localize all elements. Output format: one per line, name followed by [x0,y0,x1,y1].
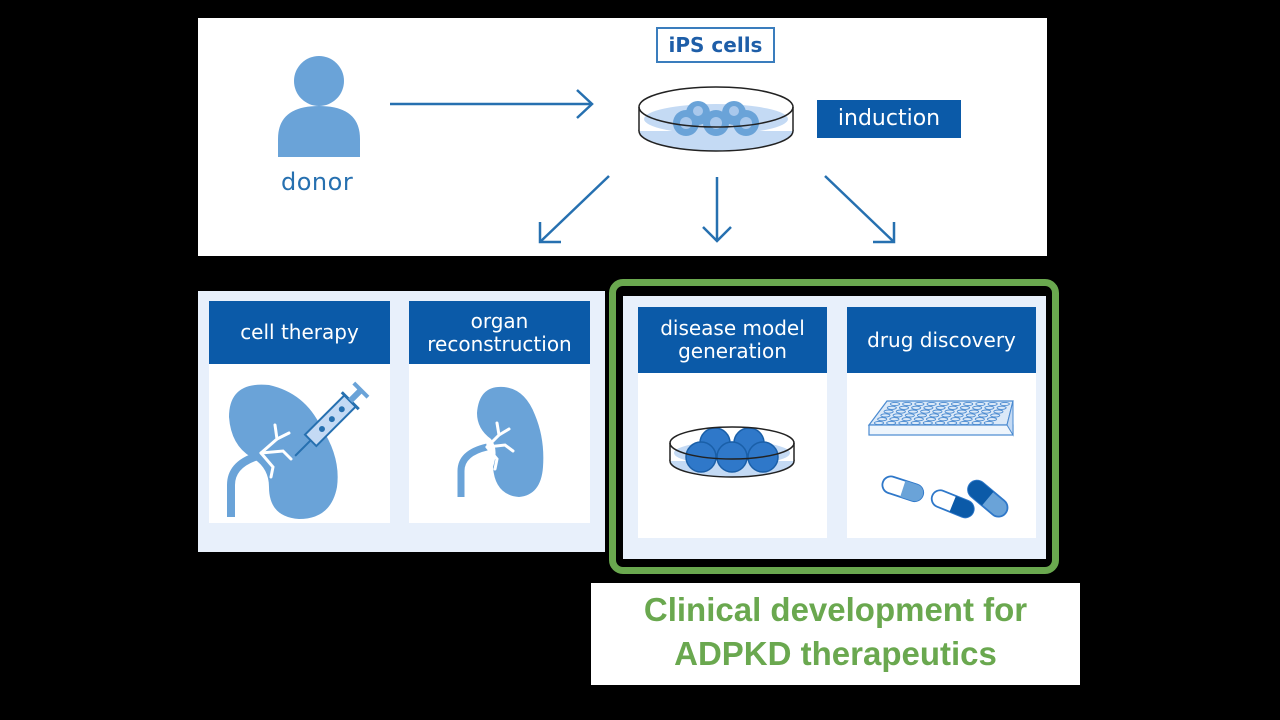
arrow-down-right-icon [824,175,896,244]
well [902,401,913,407]
highlight-caption: Clinical development for ADPKD therapeut… [591,588,1080,676]
well [984,405,995,410]
well [901,417,912,422]
card-title: cell therapy [240,320,359,344]
well [972,405,983,410]
well [981,409,992,414]
petri-dish-icon [638,86,794,152]
well [962,417,973,422]
well [934,420,946,426]
card-title-line2: reconstruction [427,331,572,356]
well [959,420,970,426]
donor-person-icon [278,56,360,157]
well [941,413,952,418]
well [999,401,1010,407]
well [920,409,931,414]
well [938,401,949,407]
arrow-down-icon [702,177,732,243]
card-header: disease model generation [638,307,827,373]
well [910,420,921,426]
card-disease-model: disease model generation [638,307,827,538]
well [922,420,933,426]
well [892,413,903,418]
well [886,420,897,426]
well [883,409,894,414]
well [987,401,998,407]
card-header: cell therapy [209,301,390,364]
well [877,417,888,422]
well [932,409,943,414]
kidney-icon [457,386,544,497]
well [975,401,986,407]
well [993,409,1004,414]
well [968,409,980,414]
caption-line-2: ADPKD therapeutics [674,635,997,672]
card-header: organ reconstruction [409,301,590,364]
well [898,420,909,426]
well [925,417,937,422]
well [983,420,994,426]
well [990,413,1001,418]
well [929,413,940,418]
well [986,417,998,422]
card-title: drug discovery [867,327,1016,352]
card-drug-discovery: drug discovery [847,307,1036,538]
well [935,405,946,410]
well [889,401,901,407]
well [898,405,910,410]
well [880,413,891,418]
well [907,409,919,414]
well [959,405,971,410]
card-cell-therapy: cell therapy [209,301,390,523]
kidney-syringe-icon [227,381,370,519]
well [926,401,937,407]
well [965,413,976,418]
well [911,405,922,410]
arrow-down-left-icon [538,175,610,244]
well [914,401,925,407]
well [947,420,958,426]
well [956,409,967,414]
well [963,401,974,407]
card-header: drug discovery [847,307,1036,373]
arrow-right-icon [390,89,594,119]
well [974,417,985,422]
well-plate-capsules-icon [867,400,1014,519]
well [916,413,928,418]
well [938,417,949,422]
well [904,413,915,418]
well [971,420,982,426]
card-title-line2: generation [678,339,787,363]
petri-dish-cells-icon [669,426,795,478]
induction-badge: induction [817,100,961,138]
well [950,417,961,422]
well [996,405,1007,410]
card-title-line1: disease model [660,316,805,340]
caption-box [591,583,1080,685]
well [947,405,958,410]
well [977,413,989,418]
card-title-line1: organ [470,308,529,333]
well [895,409,906,414]
card-organ-reconstruction: organ reconstruction [409,301,590,523]
well [873,420,885,426]
well [944,409,955,414]
ips-cells-label: iPS cells [656,27,775,63]
well [889,417,900,422]
well [913,417,924,422]
well [886,405,897,410]
well [923,405,934,410]
donor-label: donor [281,168,354,196]
caption-line-1: Clinical development for [643,591,1028,628]
well [950,401,962,407]
well [953,413,964,418]
